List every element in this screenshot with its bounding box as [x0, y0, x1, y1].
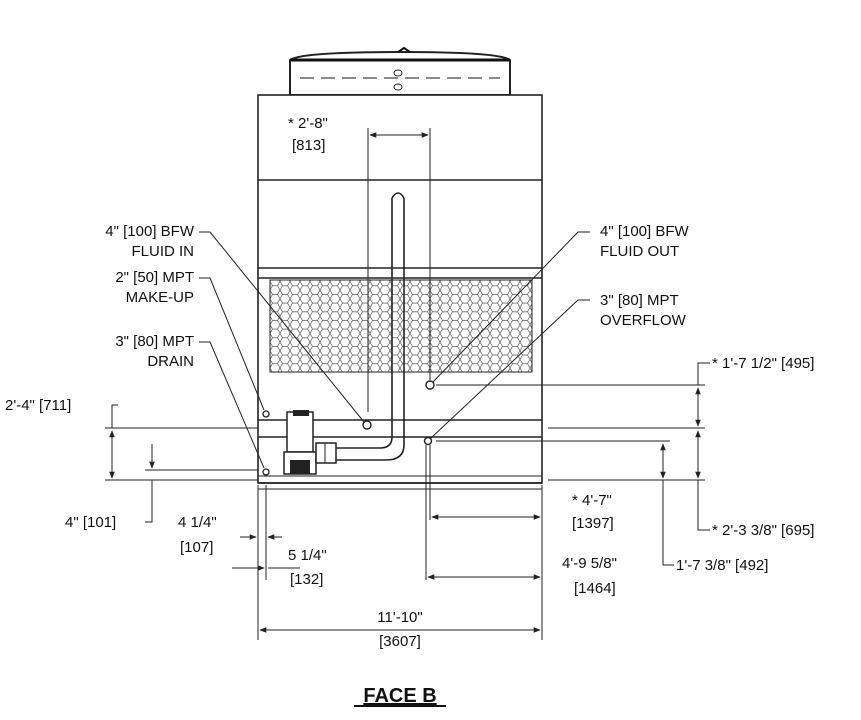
makeup-line1: 2" [50] MPT	[115, 269, 194, 286]
dim-offset-1-value: 4 1/4"	[178, 514, 217, 531]
dim-right	[436, 362, 710, 566]
fluid-out-line1: 4" [100] BFW	[600, 223, 690, 240]
drain-line2: DRAIN	[147, 353, 194, 370]
riser-pipe	[326, 192, 405, 461]
overflow-line1: 3" [80] MPT	[600, 292, 679, 309]
fluid-out-line2: FLUID OUT	[600, 243, 679, 260]
air-inlet-louver	[269, 279, 533, 373]
dim-right-3: 1'-7 3/8" [492]	[676, 557, 768, 574]
fluid-in-line1: 4" [100] BFW	[105, 223, 195, 240]
makeup-line2: MAKE-UP	[126, 289, 194, 306]
dim-offset-2-value: 5 1/4"	[288, 547, 327, 564]
dim-right-2: * 2'-3 3/8" [695]	[712, 522, 814, 539]
overflow-line2: OVERFLOW	[600, 312, 687, 329]
pump	[283, 410, 337, 475]
drain-connection	[262, 468, 270, 476]
dim-width-2-value: 4'-9 5/8"	[562, 555, 617, 572]
dim-bottom	[232, 445, 543, 640]
dim-overall-metric: [3607]	[379, 633, 421, 650]
overflow-connection	[423, 436, 433, 446]
callout-makeup: 2" [50] MPT MAKE-UP	[115, 269, 194, 306]
callout-drain: 3" [80] MPT DRAIN	[115, 333, 194, 370]
fluid-out-connection	[425, 380, 435, 390]
dim-width-1-value: * 4'-7"	[572, 492, 612, 509]
dim-top	[367, 128, 431, 412]
dim-left	[105, 404, 258, 523]
drawing-title: FACE B	[363, 685, 436, 707]
callout-fluid-out: 4" [100] BFW FLUID OUT	[600, 223, 690, 260]
dim-right-1: * 1'-7 1/2" [495]	[712, 355, 814, 372]
dim-offset-1-metric: [107]	[180, 539, 213, 556]
fan-cowl	[289, 46, 511, 96]
fluid-in-line2: FLUID IN	[131, 243, 194, 260]
dim-top-value: * 2'-8"	[288, 115, 328, 132]
dim-top-metric: [813]	[292, 137, 325, 154]
fluid-in-connection	[362, 420, 372, 430]
dim-left-2: 4" [101]	[65, 514, 116, 531]
callout-overflow: 3" [80] MPT OVERFLOW	[600, 292, 687, 329]
dim-overall-value: 11'-10"	[377, 609, 422, 626]
dim-width-1-metric: [1397]	[572, 515, 614, 532]
callout-fluid-in: 4" [100] BFW FLUID IN	[105, 223, 195, 260]
drain-line1: 3" [80] MPT	[115, 333, 194, 350]
dim-left-1: 2'-4" [711]	[5, 397, 71, 414]
dim-offset-2-metric: [132]	[290, 571, 323, 588]
makeup-connection	[262, 410, 270, 418]
dim-width-2-metric: [1464]	[574, 580, 616, 597]
callout-leaders	[199, 231, 590, 469]
